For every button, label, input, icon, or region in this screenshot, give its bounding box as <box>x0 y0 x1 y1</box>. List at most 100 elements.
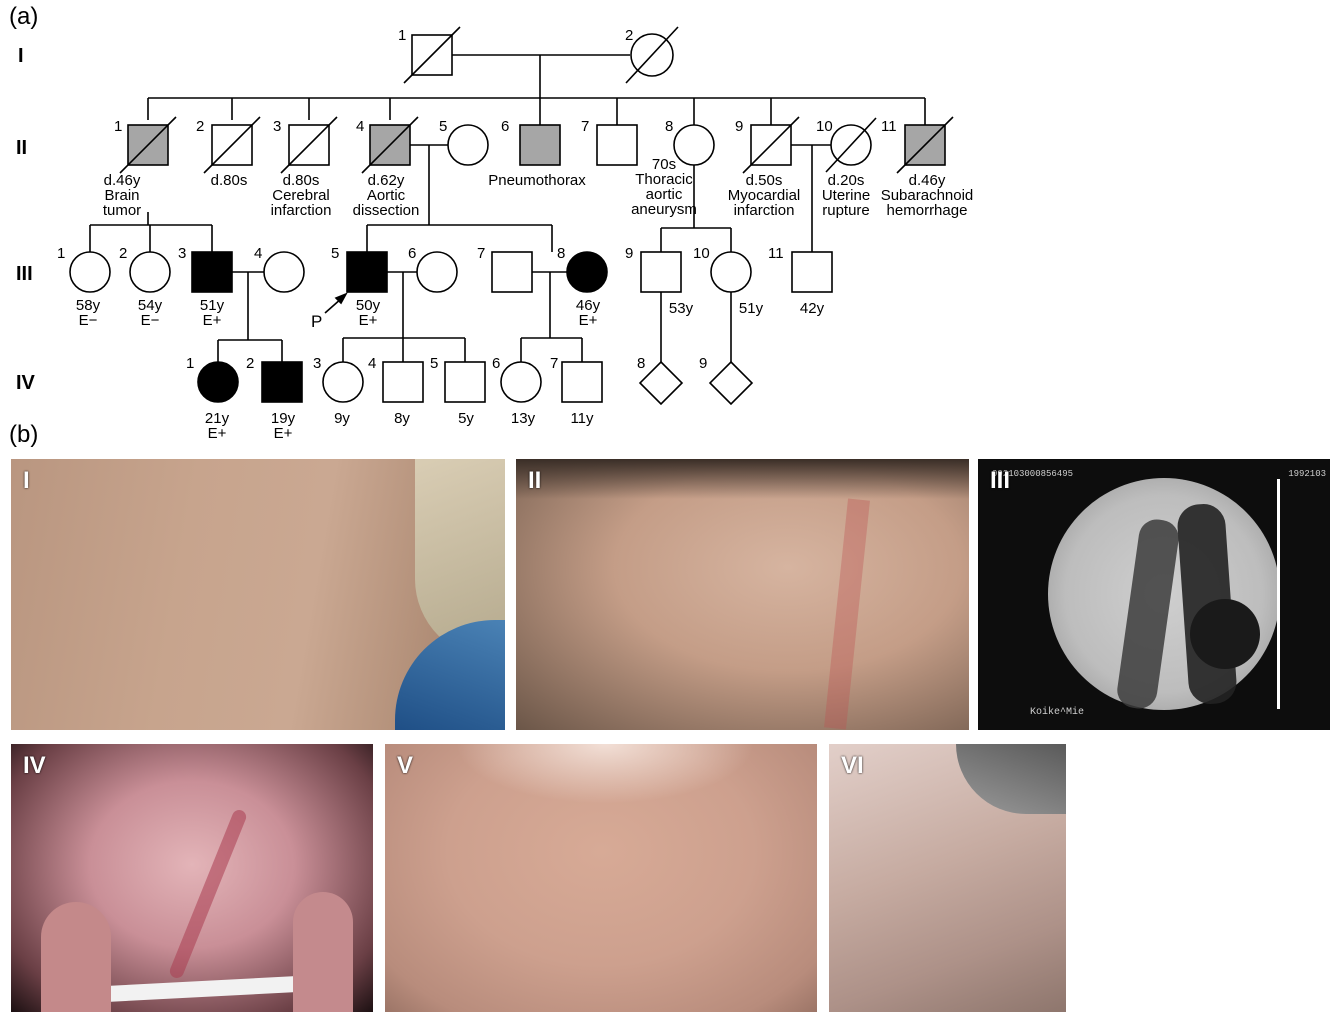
individual-IV-4 <box>383 362 423 402</box>
pedigree-symbols <box>70 27 953 404</box>
individual-III-8 <box>567 252 607 292</box>
individual-number-II-2: 2 <box>196 118 204 135</box>
individual-IV-6 <box>501 362 541 402</box>
towel <box>956 744 1066 814</box>
individual-II-5 <box>448 125 488 165</box>
individual-IV-1 <box>198 362 238 402</box>
skin-scar <box>824 498 870 729</box>
photo-label-2: II <box>528 467 541 495</box>
individual-number-IV-1: 1 <box>186 355 194 372</box>
individual-annotation-III-10: 51y <box>739 300 764 317</box>
generation-label-4: IV <box>16 372 36 394</box>
xray-footer: Koike^Mie <box>1030 707 1084 718</box>
proband-label: P <box>311 312 322 331</box>
individual-annotation-II-11: hemorrhage <box>887 202 968 219</box>
photo-panel-4: IV <box>11 744 373 1012</box>
individual-III-3 <box>192 252 232 292</box>
individual-number-III-2: 2 <box>119 245 127 262</box>
photo-panel-3-angiogram: 992103000856495 1992103 Koike^Mie III <box>978 459 1330 730</box>
individual-number-III-4: 4 <box>254 245 262 262</box>
photo-label-4: IV <box>23 752 46 780</box>
individual-number-III-1: 1 <box>57 245 65 262</box>
individual-annotation-III-11: 42y <box>800 300 825 317</box>
individual-annotation-IV-7: 11y <box>570 410 594 427</box>
panel-label-b: (b) <box>9 421 38 449</box>
individual-annotation-IV-2: E+ <box>274 425 293 442</box>
individual-IV-9 <box>710 362 752 404</box>
individual-number-II-3: 3 <box>273 118 281 135</box>
skin-scar <box>168 808 248 980</box>
individual-annotation-II-1: tumor <box>103 202 141 219</box>
pedigree-diagram: (a) I II III IV <box>0 0 1330 455</box>
individual-annotation-IV-1: E+ <box>208 425 227 442</box>
individual-annotation-II-4: dissection <box>353 202 420 219</box>
individual-II-8 <box>674 125 714 165</box>
individual-number-I-2: 2 <box>625 27 633 44</box>
individual-number-III-5: 5 <box>331 245 339 262</box>
individual-number-III-3: 3 <box>178 245 186 262</box>
individual-number-II-5: 5 <box>439 118 447 135</box>
individual-II-7 <box>597 125 637 165</box>
individual-number-III-9: 9 <box>625 245 633 262</box>
individual-annotation-IV-3: 9y <box>334 410 350 427</box>
individual-number-II-7: 7 <box>581 118 589 135</box>
photo-label-1: I <box>23 467 30 495</box>
highlight <box>455 744 755 804</box>
photo-panel-5: V <box>385 744 817 1012</box>
individual-number-II-4: 4 <box>356 118 364 135</box>
individual-annotation-III-9: 53y <box>669 300 694 317</box>
generation-label-3: III <box>16 263 33 285</box>
individual-II-6 <box>520 125 560 165</box>
shadow <box>516 459 969 499</box>
individual-III-11 <box>792 252 832 292</box>
individual-number-II-9: 9 <box>735 118 743 135</box>
individual-annotation-III-1: E− <box>79 312 98 329</box>
individual-number-II-1: 1 <box>114 118 122 135</box>
individual-IV-5 <box>445 362 485 402</box>
individual-number-II-6: 6 <box>501 118 509 135</box>
individual-IV-8 <box>640 362 682 404</box>
individual-number-III-11: 11 <box>768 245 784 262</box>
aneurysm-shadow <box>1190 599 1260 669</box>
photo-panel-2: II <box>516 459 969 730</box>
individual-number-III-8: 8 <box>557 245 565 262</box>
individual-annotation-II-9: infarction <box>734 202 795 219</box>
individual-III-1 <box>70 252 110 292</box>
individual-III-9 <box>641 252 681 292</box>
generation-label-1: I <box>18 45 24 67</box>
individual-annotation-III-2: E− <box>141 312 160 329</box>
individual-annotation-IV-6: 13y <box>511 410 536 427</box>
individual-annotation-IV-4: 8y <box>394 410 410 427</box>
individual-number-III-10: 10 <box>693 245 710 262</box>
individual-annotation-III-8: E+ <box>579 312 598 329</box>
finger <box>41 902 111 1012</box>
blue-cloth <box>395 620 505 730</box>
finger <box>293 892 353 1012</box>
individual-annotation-II-2: d.80s <box>211 172 248 189</box>
individual-number-IV-9: 9 <box>699 355 707 372</box>
individual-annotation-III-5: E+ <box>359 312 378 329</box>
individual-number-IV-4: 4 <box>368 355 376 372</box>
individual-number-IV-6: 6 <box>492 355 500 372</box>
individual-III-5 <box>347 252 387 292</box>
individual-number-II-8: 8 <box>665 118 673 135</box>
individual-III-10 <box>711 252 751 292</box>
individual-number-IV-3: 3 <box>313 355 321 372</box>
individual-III-7 <box>492 252 532 292</box>
photo-label-6: VI <box>841 752 864 780</box>
photo-panel-6: VI <box>829 744 1066 1012</box>
individual-number-IV-5: 5 <box>430 355 438 372</box>
individual-annotation-IV-5: 5y <box>458 410 474 427</box>
photo-label-5: V <box>397 752 413 780</box>
scale-bar <box>1277 479 1280 709</box>
individual-number-II-10: 10 <box>816 118 833 135</box>
individual-number-IV-2: 2 <box>246 355 254 372</box>
individual-number-IV-7: 7 <box>550 355 558 372</box>
individual-annotation-II-8: aneurysm <box>631 201 697 218</box>
individual-III-4 <box>264 252 304 292</box>
individual-number-IV-8: 8 <box>637 355 645 372</box>
individual-III-2 <box>130 252 170 292</box>
individual-number-III-7: 7 <box>477 245 485 262</box>
photo-label-3: III <box>990 467 1010 495</box>
individual-number-III-6: 6 <box>408 245 416 262</box>
